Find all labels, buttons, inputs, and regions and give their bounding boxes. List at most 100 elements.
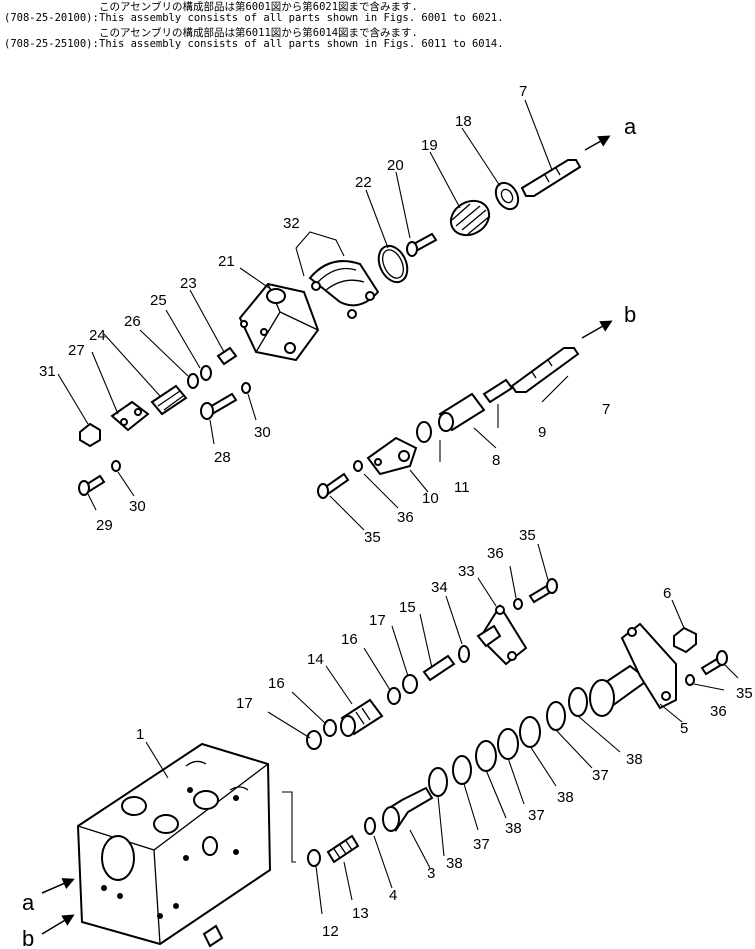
plunger-23 [216,346,238,366]
backup-ring-17a [306,730,322,750]
washer-36a [353,460,363,472]
header-note-1-jp: このアセンブリの構成部品は第6001図から第6021図まで含みます. [99,1,418,13]
label-12: 12 [322,923,339,940]
bolt-35b [528,578,558,604]
label-20: 20 [387,157,404,174]
label-5: 5 [680,720,688,737]
valve-body-1 [76,742,272,946]
ring-38d [568,687,588,717]
o-ring-25 [200,365,212,381]
gasket-32 [308,260,380,319]
piston-9 [482,378,514,404]
ref-a-top: a [624,114,637,139]
washer-30b [111,460,121,472]
label-24: 24 [89,327,106,344]
cover-27 [110,400,150,432]
header-note-1: (708-25-20100):This assembly consists of… [4,13,504,24]
ring-37a [452,755,472,785]
label-35c: 35 [736,685,753,702]
label-38c: 38 [557,789,574,806]
label-6: 6 [663,585,671,602]
flange-10 [366,436,418,476]
label-27: 27 [68,342,85,359]
header-note-2-jp: このアセンブリの構成部品は第6011図から第6014図まで含みます. [99,27,418,39]
nut-6 [673,626,697,654]
sleeve-14 [340,698,384,737]
cover-33 [476,604,528,666]
o-ring-11 [416,421,432,443]
backup-ring-17b [402,674,418,694]
header-note-2-en: This assembly consists of all parts show… [99,38,504,50]
bolt-29 [78,474,106,496]
label-4: 4 [389,887,397,904]
label-16b: 16 [341,631,358,648]
nut-31 [79,422,101,448]
cover-5 [589,622,677,717]
label-36b: 36 [487,545,504,562]
label-29: 29 [96,517,113,534]
nut-12 [307,849,321,867]
piston-15 [422,654,456,682]
label-13: 13 [352,905,369,922]
label-22: 22 [355,174,372,191]
label-7-top: 7 [519,83,527,100]
header-note-1-code: (708-25-20100): [4,12,99,24]
washer-36b [513,598,523,610]
plug-24 [150,384,188,416]
header-note-2-code: (708-25-25100): [4,38,99,50]
plug-bottom [202,924,224,948]
spool-7-bottom [510,320,613,393]
ref-a-bottom: a [22,890,35,915]
label-7-bottom: 7 [602,401,610,418]
label-28: 28 [214,449,231,466]
label-36c: 36 [710,703,727,720]
spring-13 [326,834,360,864]
bracket-line [282,791,296,863]
label-23: 23 [180,275,197,292]
washer-30a [241,382,251,394]
o-ring-22 [377,244,409,284]
ring-38a [428,767,448,797]
washer-36c [685,674,695,686]
label-19: 19 [421,137,438,154]
label-35b: 35 [519,527,536,544]
label-31: 31 [39,363,56,380]
label-3: 3 [427,865,435,882]
label-38a: 38 [446,855,463,872]
label-9: 9 [538,424,546,441]
backup-ring-26 [187,373,199,389]
o-ring-34 [458,645,470,663]
label-37c: 37 [592,767,609,784]
bolt-28 [200,392,238,420]
spring-seat-18 [494,181,520,211]
ring-38c [519,716,541,748]
header-note-1-en: This assembly consists of all parts show… [99,12,504,24]
o-ring-16b [387,687,401,705]
o-ring-16a [323,719,337,737]
label-1: 1 [136,726,144,743]
label-30a: 30 [254,424,271,441]
label-33: 33 [458,563,475,580]
bolt-35a [317,472,350,499]
label-30b: 30 [129,498,146,515]
o-ring-4 [364,817,376,835]
label-25: 25 [150,292,167,309]
label-34: 34 [431,579,448,596]
label-32: 32 [283,215,300,232]
leader-lines [57,99,739,915]
housing-21 [238,282,320,362]
spool-7-top [520,135,611,197]
spring-19 [449,199,491,237]
label-14: 14 [307,651,324,668]
label-8: 8 [492,452,500,469]
part-labels: a b a b 7 18 19 20 22 32 21 23 25 26 24 … [22,83,753,949]
label-17b: 17 [369,612,386,629]
label-26: 26 [124,313,141,330]
label-17a: 17 [236,695,253,712]
label-18: 18 [455,113,472,130]
bolt-35c [700,650,728,676]
label-15: 15 [399,599,416,616]
ref-b-bottom: b [22,926,34,949]
